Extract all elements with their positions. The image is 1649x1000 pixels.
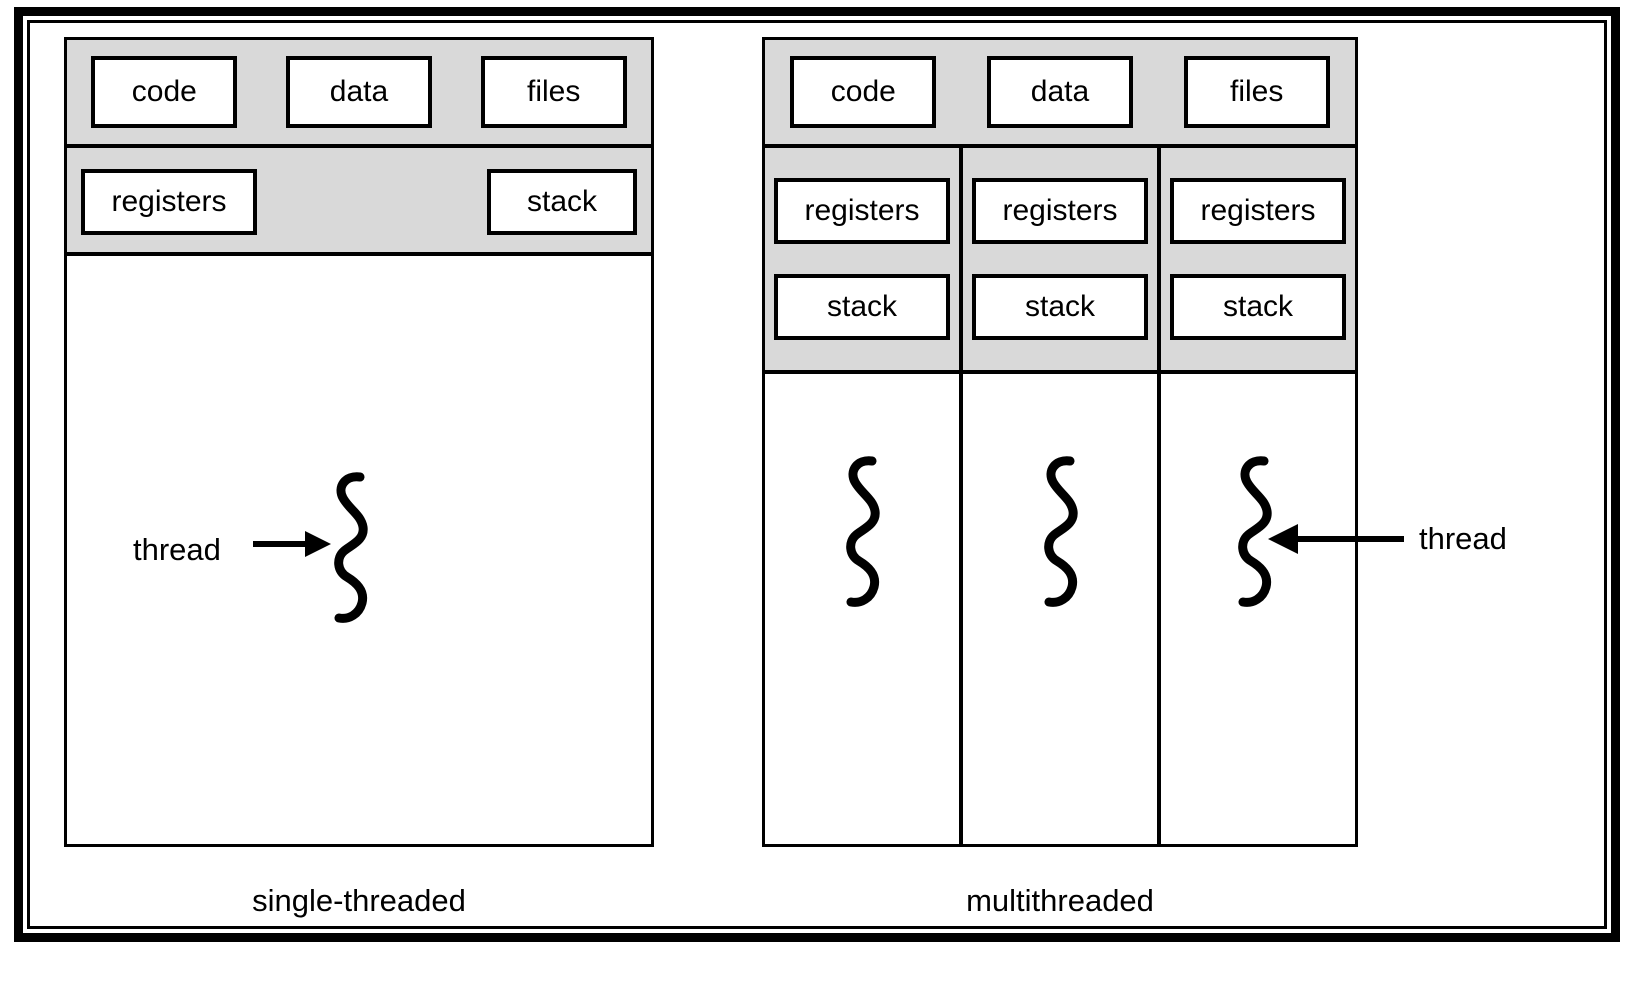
- single-threaded-process: code data files registers stack: [64, 37, 654, 847]
- single-stack-box: stack: [487, 169, 637, 235]
- multi-shared-cell-code: code: [765, 56, 962, 128]
- caption-multithreaded: multithreaded: [966, 883, 1154, 918]
- thread-1-private-resources: registers stack: [765, 148, 959, 374]
- multi-shared-resources-row: code data files: [765, 40, 1355, 148]
- thread-2-body: [963, 374, 1157, 844]
- single-shared-cell-files: files: [456, 56, 651, 128]
- thread-3-body: [1161, 374, 1355, 844]
- caption-single-threaded: single-threaded: [252, 883, 466, 918]
- thread-3-stack-box: stack: [1170, 274, 1346, 340]
- single-thread-label: thread: [133, 532, 221, 567]
- thread-3-private-resources: registers stack: [1161, 148, 1355, 374]
- single-code-box: code: [91, 56, 238, 128]
- thread-1-registers-box: registers: [774, 178, 950, 244]
- figure-inner-frame: code data files registers stack: [27, 20, 1607, 929]
- multi-thread-arrow-icon: [1268, 524, 1404, 554]
- single-data-box: data: [286, 56, 432, 128]
- thread-3-registers-box: registers: [1170, 178, 1346, 244]
- thread-3-squiggle-icon: [1231, 455, 1277, 609]
- thread-squiggle-icon: [327, 471, 373, 625]
- thread-2-private-resources: registers stack: [963, 148, 1157, 374]
- thread-column-3: registers stack: [1161, 148, 1355, 844]
- figure-outer-frame: code data files registers stack: [14, 7, 1620, 942]
- single-files-box: files: [480, 56, 627, 128]
- thread-1-stack-box: stack: [774, 274, 950, 340]
- thread-2-stack-box: stack: [972, 274, 1148, 340]
- single-private-resources-row: registers stack: [67, 148, 651, 256]
- thread-2-registers-box: registers: [972, 178, 1148, 244]
- multi-thread-label: thread: [1419, 521, 1507, 556]
- multi-shared-cell-data: data: [962, 56, 1159, 128]
- single-shared-cell-data: data: [262, 56, 457, 128]
- multi-thread-columns: registers stack registers: [765, 148, 1355, 844]
- multi-data-box: data: [987, 56, 1133, 128]
- single-thread-arrow-icon: [253, 531, 331, 557]
- single-shared-resources-row: code data files: [67, 40, 651, 148]
- single-shared-cell-code: code: [67, 56, 262, 128]
- multithreaded-process: code data files registers stack: [762, 37, 1358, 847]
- thread-2-squiggle-icon: [1037, 455, 1083, 609]
- thread-1-body: [765, 374, 959, 844]
- multi-shared-cell-files: files: [1158, 56, 1355, 128]
- thread-column-1: registers stack: [765, 148, 963, 844]
- single-thread-body: thread: [67, 256, 651, 844]
- multi-code-box: code: [790, 56, 937, 128]
- thread-column-2: registers stack: [963, 148, 1161, 844]
- single-registers-box: registers: [81, 169, 257, 235]
- multi-files-box: files: [1183, 56, 1330, 128]
- thread-1-squiggle-icon: [839, 455, 885, 609]
